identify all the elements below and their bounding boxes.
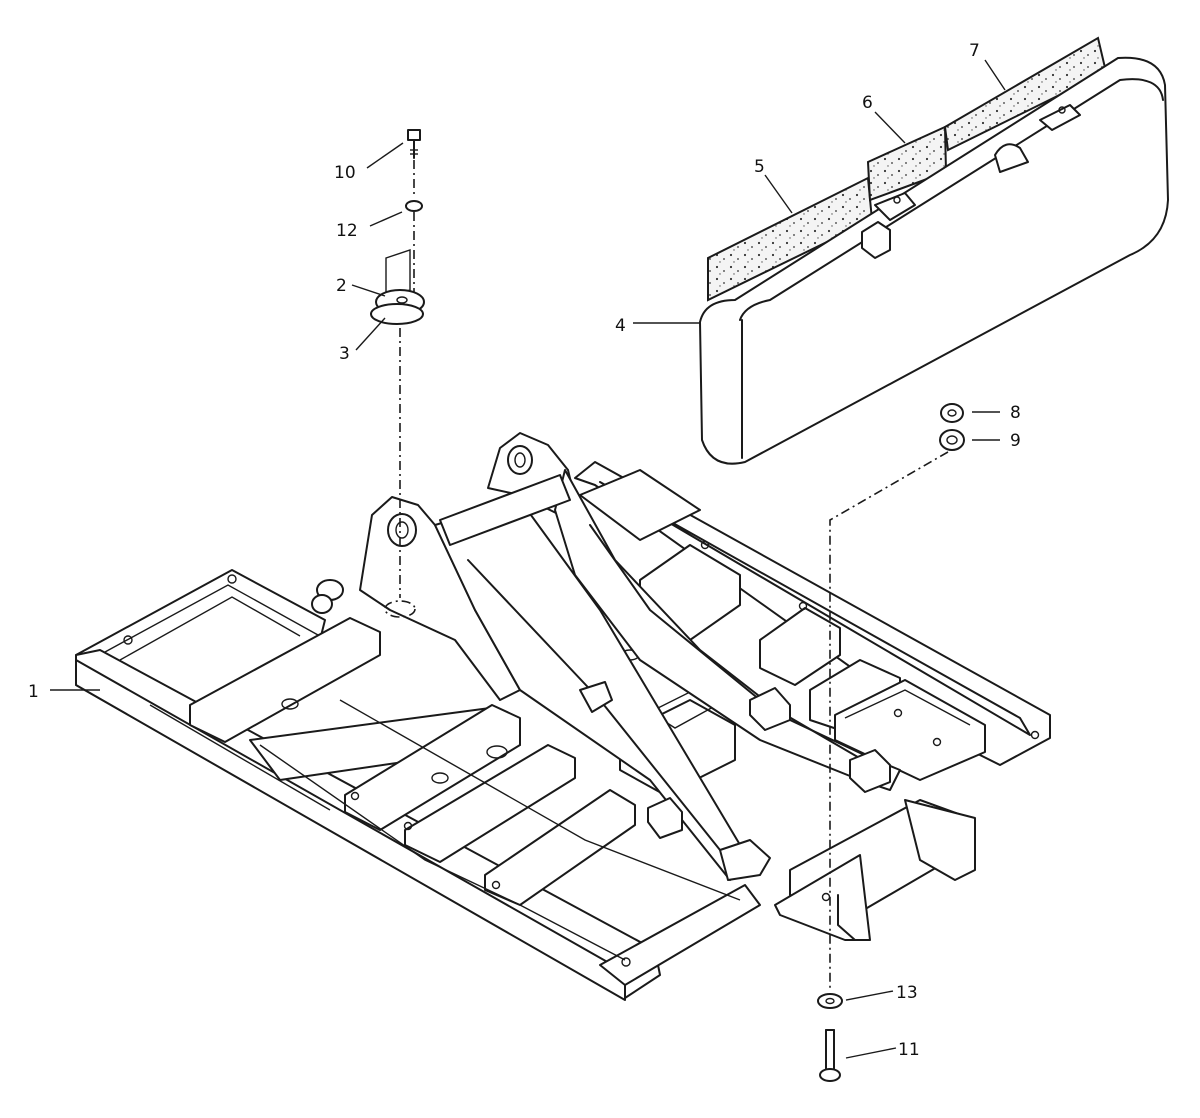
bolt-10 [407,129,421,159]
part-labels: 1 2 3 4 5 6 7 8 9 10 11 12 13 [28,41,1021,1060]
part-label-6: 6 [862,93,873,113]
part-label-1: 1 [28,682,39,702]
part-label-8: 8 [1010,403,1021,423]
part-label-10: 10 [334,163,356,183]
bolt-11 [819,1029,841,1082]
counterweight-assembly [699,36,1169,465]
counterweight-body [699,56,1169,465]
leader-lines [50,59,1006,1059]
part-label-7: 7 [969,41,980,61]
part-label-12: 12 [336,221,358,241]
part-label-9: 9 [1010,431,1021,451]
part-label-4: 4 [615,316,626,336]
part-label-3: 3 [339,344,350,364]
washer-12 [405,200,423,212]
revolving-frame [75,461,1051,1001]
part-label-13: 13 [896,983,918,1003]
washer-9 [939,429,965,451]
shim-3 [370,303,424,325]
part-label-2: 2 [336,276,347,296]
fasteners [370,129,965,1082]
washer-13 [817,993,843,1009]
boom-foot-brackets [311,432,901,881]
part-label-5: 5 [754,157,765,177]
washer-8 [940,403,964,423]
part-label-11: 11 [898,1040,920,1060]
